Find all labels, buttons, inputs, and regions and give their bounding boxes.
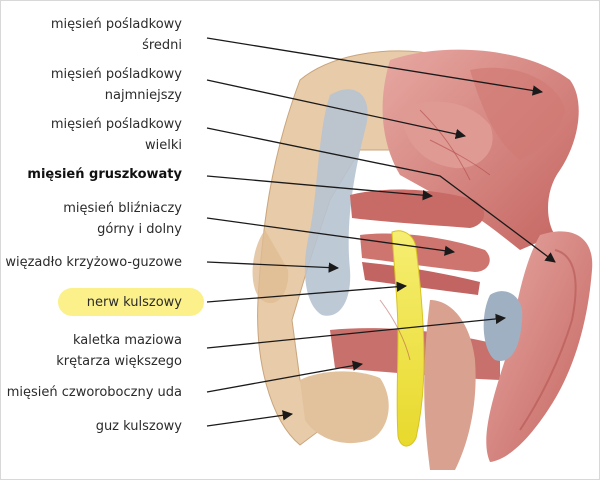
arrow-ischial-tuberosity [206,410,294,427]
label-piriformis: mięsień gruszkowaty [27,164,182,185]
arrow-gemelli [206,217,456,256]
arrow-gluteus-medius [206,37,544,96]
label-line: mięsień bliźniaczy [63,201,182,216]
label-gluteus-maximus: mięsień pośladkowy wielki [51,114,182,156]
femur-muscle-shape [486,231,593,462]
label-quadratus-femoris: mięsień czworoboczny uda [7,382,182,403]
label-trochanteric-bursa: kaletka maziowa krętarza większego [56,330,182,372]
label-line: najmniejszy [104,88,182,103]
label-line: wielki [145,138,182,153]
label-line: krętarza większego [56,354,182,369]
arrow-quadratus-femoris [206,360,364,393]
arrow-sacrotuberous-ligament [206,261,340,273]
arrow-piriformis [206,175,434,201]
piriformis-shape [350,189,485,228]
arrow-sciatic-nerve [206,281,408,303]
label-line: średni [142,38,182,53]
label-line: mięsień czworoboczny uda [6,385,182,400]
label-line: nerw kulszowy [86,295,182,310]
label-line: mięsień pośladkowy [50,17,182,32]
trochanteric-bursa-shape [483,291,523,361]
label-sacrotuberous-ligament: więzadło krzyżowo-guzowe [5,252,182,273]
sacrotuberous-ligament-shape [304,89,368,316]
label-line: górny i dolny [97,222,182,237]
leader-arrows [206,37,556,427]
label-line: mięsień gruszkowaty [27,167,182,182]
sciatic-nerve-highlight [58,288,204,316]
label-line: guz kulszowy [95,419,182,434]
label-line: mięsień pośladkowy [50,117,182,132]
arrow-gluteus-maximus [206,127,556,263]
label-line: więzadło krzyżowo-guzowe [5,255,182,270]
ischial-tuberosity-shape [300,371,389,444]
arrow-gluteus-minimus [206,79,467,140]
label-line: kaletka maziowa [73,333,182,348]
label-line: mięsień pośladkowy [50,67,182,82]
label-ischial-tuberosity: guz kulszowy [96,416,182,437]
label-gluteus-minimus: mięsień pośladkowy najmniejszy [51,64,182,106]
gluteus-minimus-shape [400,101,493,169]
label-sciatic-nerve: nerw kulszowy [87,292,182,313]
label-gemelli: mięsień bliźniaczy górny i dolny [63,198,182,240]
arrow-trochanteric-bursa [206,313,507,349]
label-gluteus-medius: mięsień pośladkowy średni [51,14,182,56]
